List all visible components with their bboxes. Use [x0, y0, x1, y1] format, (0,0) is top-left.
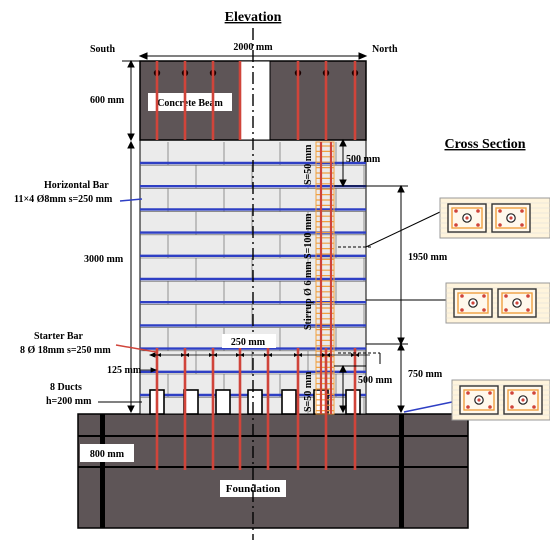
ducts-spec: h=200 mm	[46, 396, 92, 407]
ducts	[149, 389, 361, 415]
beam-height-dimension	[122, 59, 140, 142]
stirrup-mid-label: Stirrup Ø 6 mm S=100 mm	[303, 213, 314, 330]
cross-section-title: Cross Section	[444, 137, 525, 152]
dim-750-label: 750 mm	[408, 369, 443, 380]
duct	[215, 389, 231, 415]
beam-height-label: 600 mm	[90, 95, 125, 106]
section-3-leader	[403, 401, 453, 413]
starter-bar-label: Starter Bar	[34, 331, 84, 342]
duct	[247, 389, 263, 415]
dim-1950-label: 1950 mm	[408, 252, 448, 263]
wall-height-label: 3000 mm	[84, 254, 124, 265]
dim-500-bottom	[334, 364, 366, 414]
foundation-height-label: 800 mm	[90, 449, 125, 460]
section-markers	[338, 211, 446, 364]
cross-section	[451, 379, 550, 421]
starter-bar-spec: 8 Ø 18mm s=250 mm	[20, 345, 111, 356]
dim-750	[366, 342, 408, 414]
horizontal-bar-label: Horizontal Bar	[44, 180, 109, 191]
stirrup-bottom-label: S=50 mm	[303, 371, 314, 412]
south-label: South	[90, 44, 115, 55]
foundation-label: Foundation	[226, 483, 280, 495]
wall-height-dimension	[127, 140, 135, 414]
duct	[281, 389, 297, 415]
dim-1950	[366, 184, 408, 346]
cross-sections	[439, 197, 550, 421]
north-label: North	[372, 44, 398, 55]
dim-500-bottom-label: 500 mm	[358, 375, 393, 386]
vertical-bars	[155, 61, 357, 470]
beam-opening	[239, 60, 271, 141]
horizontal-bar-spec: 11×4 Ø8mm s=250 mm	[14, 194, 113, 205]
dim-500-top-label: 500 mm	[346, 154, 381, 165]
width-label: 2000 mm	[233, 42, 273, 53]
spacing-125-label: 125 mm	[107, 365, 142, 376]
stirrup-top-label: S=50 mm	[303, 144, 314, 185]
foundation-bar-left	[100, 414, 105, 528]
duct	[345, 389, 361, 415]
elevation-title: Elevation	[225, 10, 282, 25]
foundation-bar-right	[399, 414, 404, 528]
cross-section	[439, 197, 550, 239]
spacing-125-dimension	[140, 367, 158, 373]
cross-section	[445, 282, 550, 324]
dim-500-top	[334, 138, 366, 188]
spacing-250-label: 250 mm	[231, 337, 266, 348]
foundation-block	[77, 413, 469, 529]
ducts-label: 8 Ducts	[50, 382, 82, 393]
concrete-beam-label: Concrete Beam	[157, 98, 223, 109]
